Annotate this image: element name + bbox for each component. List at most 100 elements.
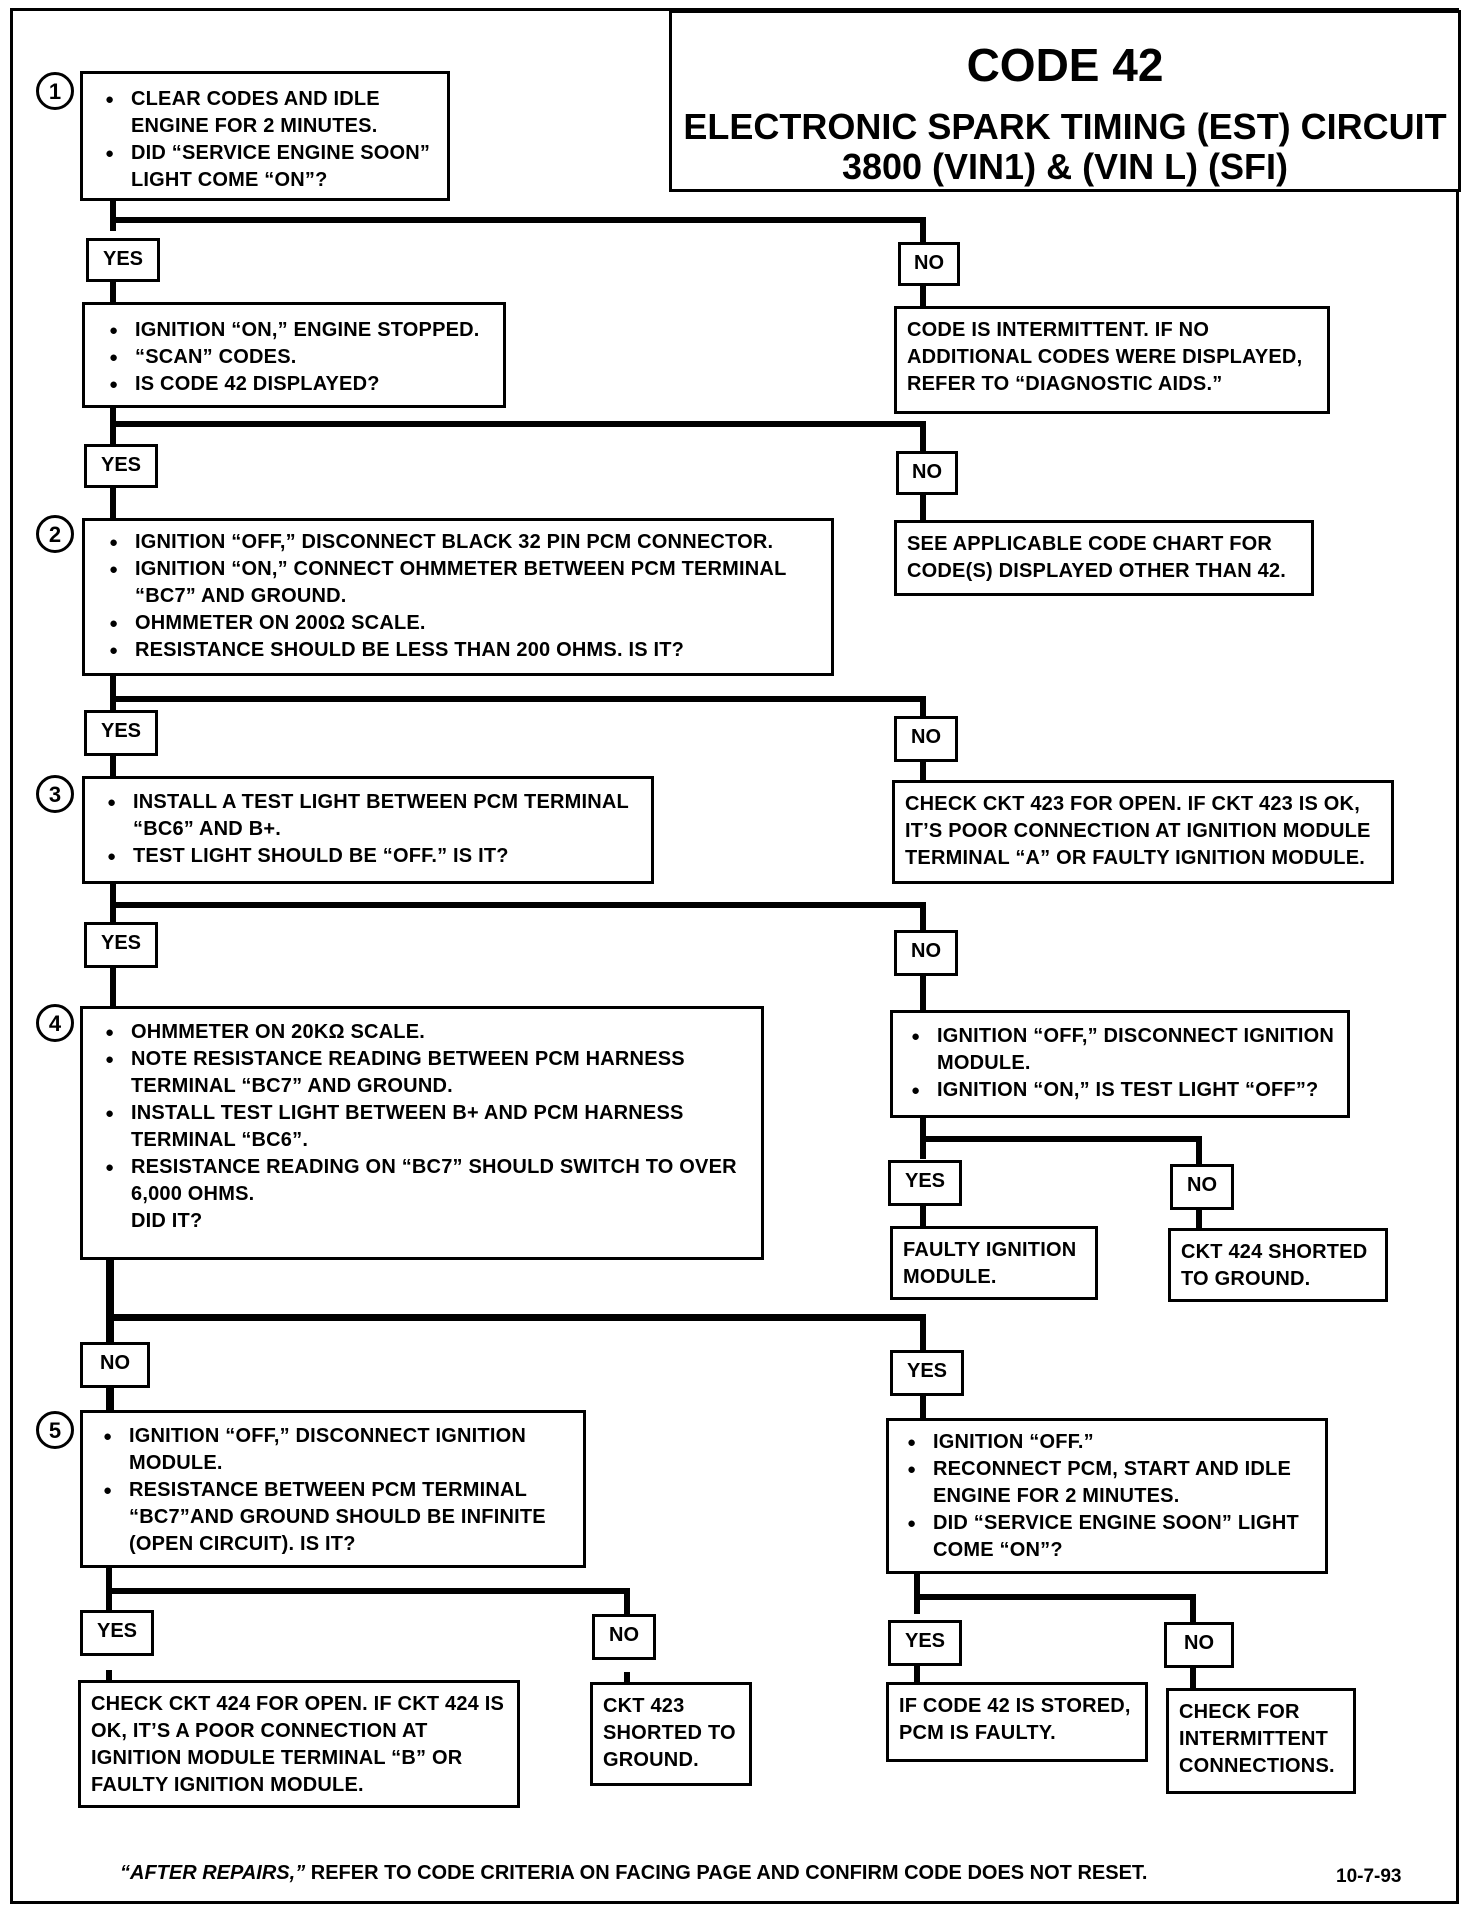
disconnect-module-item: IGNITION “OFF,” DISCONNECT IGNITION MODU… (903, 1023, 1339, 1077)
intermittent-connections-box: CHECK FOR INTERMITTENT CONNECTIONS. (1166, 1688, 1356, 1794)
step-2-item: IGNITION “ON,” CONNECT OHMMETER BETWEEN … (101, 556, 823, 610)
no-label: NO (894, 930, 958, 976)
reconnect-pcm-item: IGNITION “OFF.” (899, 1429, 1317, 1456)
circuit-title-line1: ELECTRONIC SPARK TIMING (EST) CIRCUIT (683, 106, 1447, 147)
step-1-marker: 1 (36, 72, 74, 110)
footer-note-lead: “AFTER REPAIRS,” (120, 1862, 306, 1884)
scan-codes-item: IS CODE 42 DISPLAYED? (101, 371, 493, 398)
connector (1196, 1206, 1202, 1230)
check-ckt-423-text: CHECK CKT 423 FOR OPEN. IF CKT 423 IS OK… (905, 793, 1371, 869)
connector (106, 1314, 926, 1321)
scan-codes-item: IGNITION “ON,” ENGINE STOPPED. (101, 317, 493, 344)
step-4-item: INSTALL TEST LIGHT BETWEEN B+ AND PCM HA… (97, 1100, 753, 1154)
connector (920, 217, 926, 245)
no-label: NO (894, 716, 958, 762)
step-1-item: CLEAR CODES AND IDLE ENGINE FOR 2 MINUTE… (97, 86, 437, 140)
connector (920, 972, 926, 1012)
connector (920, 902, 926, 932)
revision-date: 10-7-93 (1336, 1866, 1402, 1887)
check-ckt-424-text: CHECK CKT 424 FOR OPEN. IF CKT 424 IS OK… (91, 1693, 505, 1796)
no-label: NO (1164, 1622, 1234, 1668)
disconnect-module-item: IGNITION “ON,” IS TEST LIGHT “OFF”? (903, 1077, 1339, 1104)
scan-codes-box: IGNITION “ON,” ENGINE STOPPED. “SCAN” CO… (82, 302, 506, 408)
connector (920, 1314, 926, 1354)
connector (110, 421, 926, 427)
step-5-item: RESISTANCE BETWEEN PCM TERMINAL “BC7”AND… (95, 1477, 575, 1558)
step-2-item: IGNITION “OFF,” DISCONNECT BLACK 32 PIN … (101, 529, 823, 556)
reconnect-pcm-item: DID “SERVICE ENGINE SOON” LIGHT COME “ON… (899, 1510, 1317, 1564)
connector (110, 696, 926, 702)
yes-label: YES (890, 1350, 964, 1396)
code-title: CODE 42 (966, 39, 1164, 91)
step-4-item: NOTE RESISTANCE READING BETWEEN PCM HARN… (97, 1046, 753, 1100)
ckt-423-shorted-box: CKT 423 SHORTED TO GROUND. (590, 1682, 752, 1786)
connector (920, 1136, 1202, 1142)
connector (624, 1588, 630, 1614)
step-3-marker: 3 (36, 775, 74, 813)
reconnect-pcm-box: IGNITION “OFF.” RECONNECT PCM, START AND… (886, 1418, 1328, 1574)
connector (1190, 1594, 1196, 1624)
connector (920, 1390, 926, 1418)
step-5-box: IGNITION “OFF,” DISCONNECT IGNITION MODU… (80, 1410, 586, 1568)
connector (110, 902, 926, 908)
no-label: NO (896, 451, 958, 495)
connector (914, 1660, 920, 1686)
no-label: NO (592, 1614, 656, 1660)
connector (110, 754, 116, 780)
check-ckt-423-box: CHECK CKT 423 FOR OPEN. IF CKT 423 IS OK… (892, 780, 1394, 884)
connector (914, 1594, 1196, 1600)
step-2-item: RESISTANCE SHOULD BE LESS THAN 200 OHMS.… (101, 637, 823, 664)
faulty-ignition-module-box: FAULTY IGNITION MODULE. (890, 1226, 1098, 1300)
step-2-item: OHMMETER ON 200Ω SCALE. (101, 610, 823, 637)
footer-note: “AFTER REPAIRS,” REFER TO CODE CRITERIA … (120, 1862, 1147, 1885)
step-3-box: INSTALL A TEST LIGHT BETWEEN PCM TERMINA… (82, 776, 654, 884)
connector (1196, 1136, 1202, 1166)
check-ckt-424-box: CHECK CKT 424 FOR OPEN. IF CKT 424 IS OK… (78, 1680, 520, 1808)
ckt-424-shorted-text: CKT 424 SHORTED TO GROUND. (1181, 1241, 1368, 1290)
connector (106, 1386, 114, 1414)
connector (920, 696, 926, 718)
connector (106, 1564, 112, 1630)
connector (920, 1204, 926, 1228)
step-4-question: DID IT? (131, 1210, 203, 1232)
connector (110, 672, 116, 712)
footer-note-text: REFER TO CODE CRITERIA ON FACING PAGE AN… (305, 1862, 1148, 1884)
applicable-code-box: SEE APPLICABLE CODE CHART FOR CODE(S) DI… (894, 520, 1314, 596)
connector (914, 1572, 920, 1614)
applicable-code-text: SEE APPLICABLE CODE CHART FOR CODE(S) DI… (907, 533, 1287, 582)
step-5-item: IGNITION “OFF,” DISCONNECT IGNITION MODU… (95, 1423, 575, 1477)
step-2-marker: 2 (36, 515, 74, 553)
step-4-item: OHMMETER ON 20KΩ SCALE. (97, 1019, 753, 1046)
step-1-item: DID “SERVICE ENGINE SOON” LIGHT COME “ON… (97, 140, 437, 194)
no-label: NO (80, 1342, 150, 1388)
connector (110, 278, 116, 304)
yes-label: YES (84, 922, 158, 968)
step-2-box: IGNITION “OFF,” DISCONNECT BLACK 32 PIN … (82, 518, 834, 676)
step-3-item: INSTALL A TEST LIGHT BETWEEN PCM TERMINA… (99, 789, 643, 843)
pcm-faulty-text: IF CODE 42 IS STORED, PCM IS FAULTY. (899, 1695, 1131, 1744)
connector (110, 880, 116, 922)
connector (1190, 1664, 1196, 1690)
yes-label: YES (80, 1610, 154, 1656)
ckt-424-shorted-box: CKT 424 SHORTED TO GROUND. (1168, 1228, 1388, 1302)
no-label: NO (898, 242, 960, 286)
yes-label: YES (84, 444, 158, 488)
step-1-box: CLEAR CODES AND IDLE ENGINE FOR 2 MINUTE… (80, 71, 450, 201)
circuit-title: ELECTRONIC SPARK TIMING (EST) CIRCUIT 38… (672, 107, 1458, 187)
scan-codes-item: “SCAN” CODES. (101, 344, 493, 371)
step-4-marker: 4 (36, 1004, 74, 1042)
intermittent-code-box: CODE IS INTERMITTENT. IF NO ADDITIONAL C… (894, 306, 1330, 414)
step-3-item: TEST LIGHT SHOULD BE “OFF.” IS IT? (99, 843, 643, 870)
chart-title-box: CODE 42 ELECTRONIC SPARK TIMING (EST) CI… (669, 10, 1461, 192)
connector (106, 1256, 114, 1348)
connector (110, 485, 116, 521)
yes-label: YES (84, 710, 158, 756)
step-5-marker: 5 (36, 1411, 74, 1449)
ckt-423-shorted-text: CKT 423 SHORTED TO GROUND. (603, 1695, 736, 1771)
yes-label: YES (86, 238, 160, 282)
page-frame (10, 8, 1459, 1904)
connector (110, 966, 116, 1008)
pcm-faulty-box: IF CODE 42 IS STORED, PCM IS FAULTY. (886, 1682, 1148, 1762)
connector (920, 490, 926, 522)
no-label: NO (1170, 1164, 1234, 1210)
